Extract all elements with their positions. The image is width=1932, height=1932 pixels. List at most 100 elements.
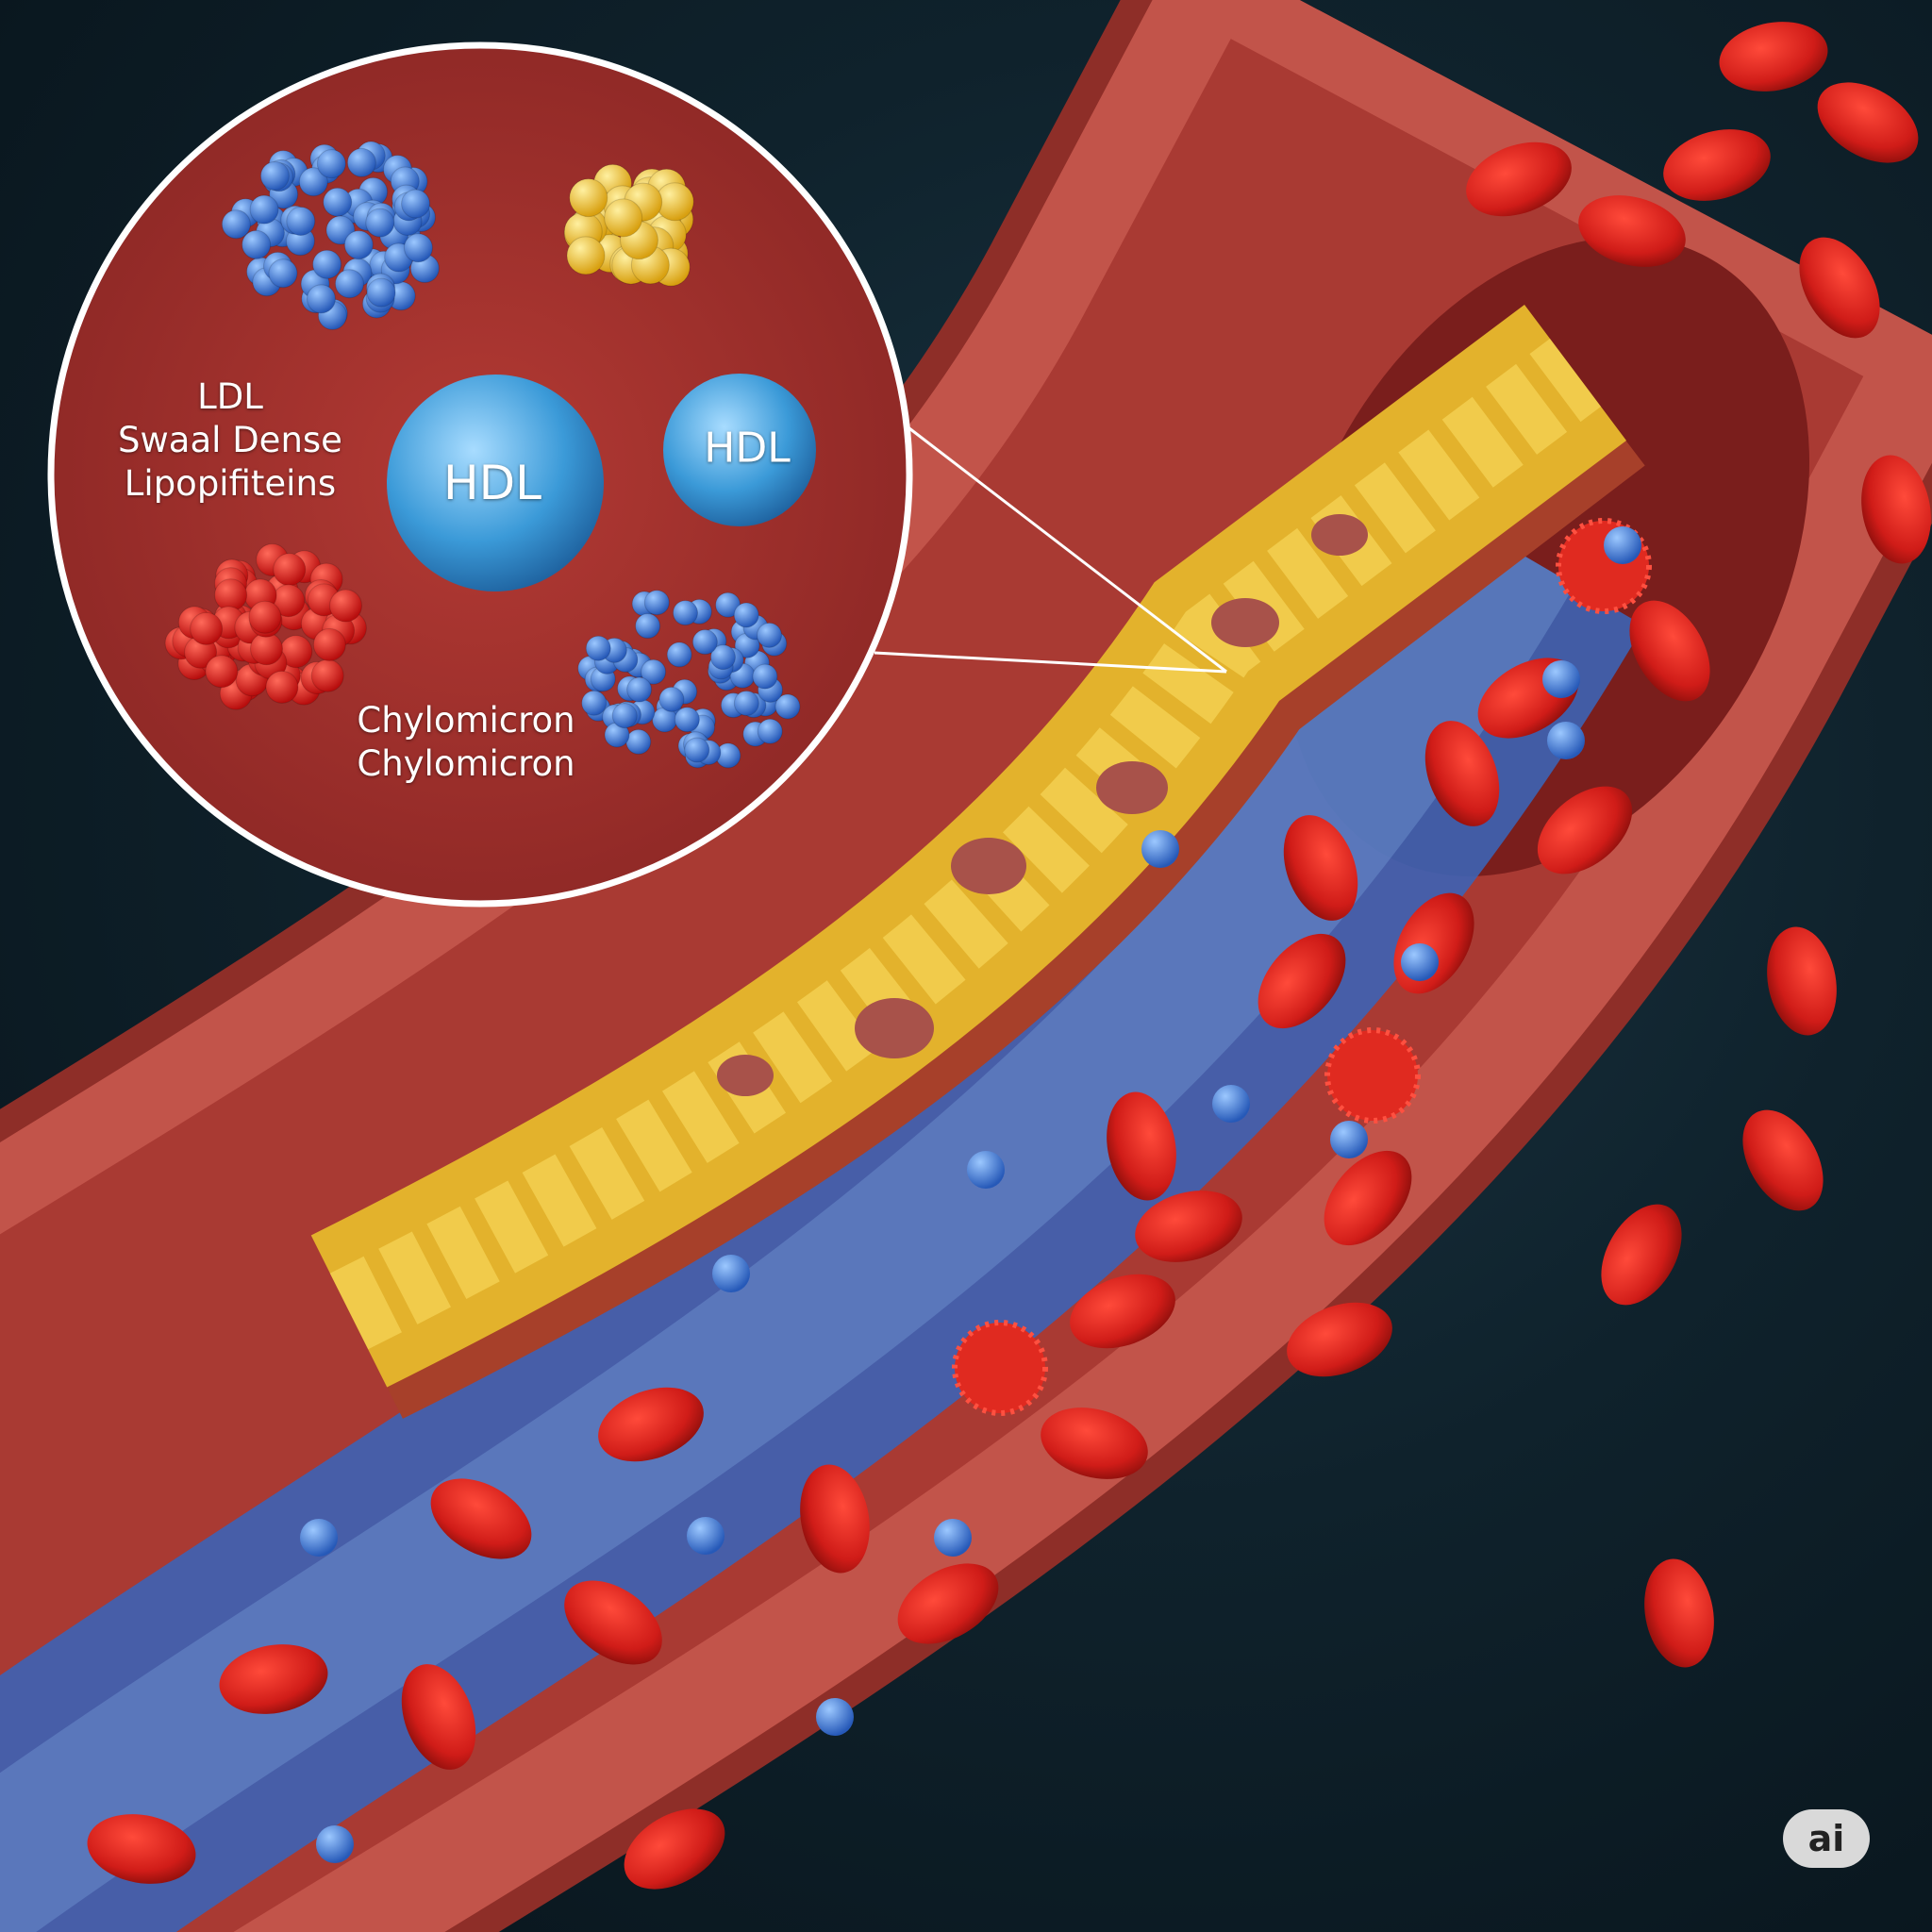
sdldl-cluster-particle (205, 655, 239, 689)
red-blood-cell (1799, 237, 1880, 339)
lipoprotein-inset (47, 42, 913, 908)
ldl-cluster-particle (323, 187, 353, 217)
lipoprotein-particle (712, 1255, 750, 1292)
red-blood-cell (1767, 926, 1837, 1036)
chylomicron-cluster-particle (757, 718, 783, 744)
inset-pointer-lines (874, 424, 1227, 674)
lipoprotein-particle (967, 1151, 1005, 1189)
red-blood-cell (430, 1478, 532, 1559)
lipoprotein-particle (1141, 830, 1179, 868)
lipoprotein-particle (816, 1698, 854, 1736)
chylomicron-label-line: Chylomicron (357, 700, 575, 741)
red-blood-cell (1424, 721, 1500, 826)
red-blood-cell (1041, 1407, 1148, 1479)
sdldl-cluster-particle (328, 589, 362, 623)
sdldl-cluster-particle (265, 670, 299, 704)
red-blood-cell (1287, 1302, 1392, 1377)
lipoprotein-particle (1604, 526, 1641, 564)
red-blood-cell (1817, 82, 1919, 163)
ai-badge: ai (1783, 1809, 1870, 1868)
white-blood-cell (1324, 1027, 1421, 1124)
chylomicron-cluster-particle (635, 613, 661, 640)
hdl-small-label: HDL (704, 424, 791, 473)
chylomicron-cluster-particle (643, 590, 670, 616)
sdldl-cluster-particle (248, 600, 282, 634)
ldl-cluster-particle (334, 269, 364, 299)
chylomicron-label-line: Chylomicron (357, 743, 575, 784)
red-blood-cell (1601, 1204, 1682, 1306)
lipoprotein-particle (1212, 1085, 1250, 1123)
chylomicron-cluster-particle (626, 676, 653, 703)
red-blood-cell (1070, 1274, 1175, 1349)
chylomicron-cluster-particle (674, 707, 700, 733)
ldl-label: LDL Swaal Dense Lipopifiteins (118, 375, 342, 506)
chylomicron-cluster-particle (641, 658, 667, 685)
ldl-cluster-particle (249, 194, 279, 225)
sdldl-cluster-particle (310, 658, 344, 692)
chylomicron-cluster-particle (611, 703, 638, 729)
ldl-cluster-particle (286, 206, 316, 236)
chylomicron-cluster-particle (585, 635, 611, 661)
chylomicron-cluster-particle (757, 622, 783, 648)
red-blood-cell (800, 1464, 870, 1574)
sdldl-cluster-particle (312, 627, 346, 661)
ldl-cluster-particle (366, 277, 396, 308)
red-blood-cell (1578, 195, 1686, 267)
ldl-cluster-particle (316, 149, 346, 179)
hdl-large-particle (387, 375, 604, 591)
ldl-label-line: LDL (197, 376, 263, 417)
red-blood-cell (1324, 1150, 1412, 1246)
ldl-cluster-particle (242, 229, 272, 259)
chylomicron-cluster-particle (733, 602, 759, 628)
red-blood-cell (1107, 1091, 1176, 1201)
red-blood-cell (1466, 142, 1572, 217)
hdl-large-label: HDL (443, 456, 541, 510)
chylomicron-cluster-particle (666, 641, 692, 668)
lipoprotein-particle (934, 1519, 972, 1557)
ldl-cluster-particle (365, 208, 395, 238)
lipoprotein-particle (1401, 943, 1439, 981)
red-blood-cell (87, 1814, 196, 1884)
chylomicron-cluster-particle (774, 693, 801, 720)
red-blood-cell (564, 1580, 662, 1665)
ldl-cluster-particle (259, 160, 290, 191)
ldl-cluster-particle (268, 258, 298, 289)
hdl-small-particle (663, 374, 816, 526)
ldl-cluster-particle (306, 284, 336, 314)
foam-cells (717, 514, 1368, 1096)
triglyceride-cluster-particle (604, 198, 643, 238)
red-blood-cell (1283, 815, 1358, 921)
chylomicron-cluster-particle (581, 690, 608, 716)
red-blood-cell (1719, 22, 1828, 92)
ldl-cluster-particle (221, 209, 251, 240)
red-blood-cell (401, 1664, 476, 1770)
chylomicron-cluster-particle (691, 629, 718, 656)
sdldl-cluster-particle (273, 553, 307, 587)
lipoprotein-particles (300, 526, 1641, 1863)
ldl-label-line: Lipopifiteins (124, 463, 337, 504)
chylomicron-label: Chylomicron Chylomicron (357, 699, 575, 786)
red-blood-cell (1135, 1191, 1242, 1262)
ldl-cluster-particle (343, 230, 374, 260)
chylomicron-cluster-particle (684, 737, 710, 763)
red-blood-cell (1537, 786, 1633, 874)
ldl-cluster-particle (403, 233, 433, 263)
ldl-cluster-particle (298, 167, 328, 197)
chylomicron-cluster-particle (733, 690, 759, 716)
red-blood-cell (219, 1644, 328, 1714)
lipoprotein-particle (300, 1519, 338, 1557)
red-blood-cell (1742, 1109, 1824, 1211)
red-blood-cell (897, 1563, 999, 1644)
lipoprotein-particle (1542, 660, 1580, 698)
red-blood-cell (598, 1387, 704, 1462)
ldl-cluster-particle (401, 189, 431, 219)
white-blood-cell (952, 1320, 1048, 1416)
lipoprotein-particle (1547, 722, 1585, 759)
ldl-cluster-particle (312, 249, 342, 279)
lipoprotein-particle (316, 1825, 354, 1863)
red-blood-cell (1629, 600, 1710, 702)
lipoprotein-particle (687, 1517, 724, 1555)
lipoprotein-particle (1330, 1121, 1368, 1158)
